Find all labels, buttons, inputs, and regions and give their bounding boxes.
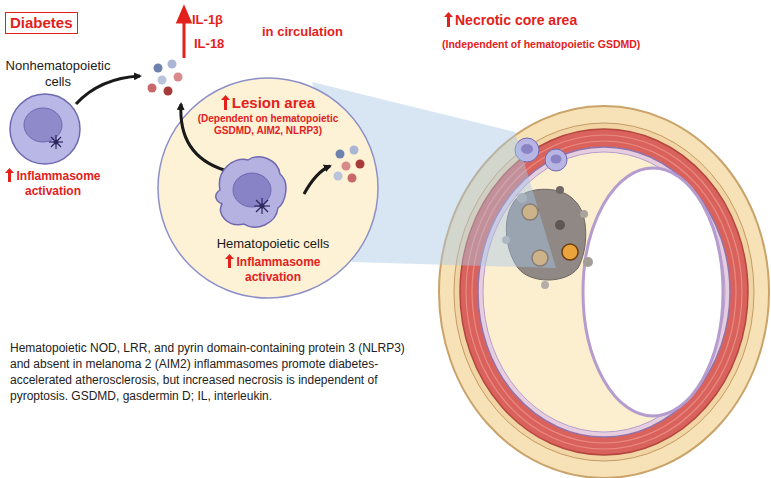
- condition-label-line: Diabetes: [10, 13, 73, 33]
- increase-arrow: [5, 168, 14, 182]
- effect-label: Inflammasome activation: [16, 169, 100, 198]
- cytokine-cluster: [334, 146, 365, 183]
- effect-label-line: Inflammasome activation: [217, 254, 329, 285]
- diagram-node: Diabetes: [5, 12, 78, 34]
- cell-type-label-line: Nonhematopoietic cells: [3, 58, 113, 90]
- cell-figure: [3, 90, 113, 168]
- release-arrow: [76, 76, 140, 104]
- region-label-line: Lesion area: [156, 94, 380, 112]
- region-note-line: (Independent of hematopoietic GSDMD): [442, 38, 640, 50]
- diagram-node: Lesion area (Dependent on hematopoietic G…: [156, 76, 380, 300]
- cytokine-label: IL-1β: [192, 12, 223, 27]
- effect-label-line: Inflammasome activation: [3, 168, 103, 199]
- region-note: (Independent of hematopoietic GSDMD): [442, 38, 640, 50]
- effect-label: Inflammasome activation: [236, 255, 320, 284]
- cell-illustration: [208, 146, 338, 236]
- cytokine-label-line: IL-1β: [192, 12, 223, 27]
- location-label-line: in circulation: [262, 24, 343, 39]
- condition-label: Diabetes: [10, 14, 73, 31]
- diagram-node: Hematopoietic cellsInflammasome activati…: [208, 146, 338, 285]
- region-label-line: Necrotic core area: [444, 12, 577, 28]
- region-note-line: (Dependent on hematopoietic GSDMD, AIM2,…: [193, 113, 343, 137]
- cell-illustration: [3, 90, 113, 168]
- diagram-node: Nonhematopoietic cellsInflammasome activ…: [3, 58, 113, 199]
- figure-caption-line: Hematopoietic NOD, LRR, and pyrin domain…: [10, 340, 410, 404]
- increase-arrow: [225, 254, 234, 268]
- increase-arrow: [444, 12, 453, 27]
- increase-arrow: [221, 95, 230, 110]
- figure-caption: Hematopoietic NOD, LRR, and pyrin domain…: [10, 341, 405, 403]
- cytokine-label: IL-18: [194, 36, 224, 51]
- region-note: (Dependent on hematopoietic GSDMD, AIM2,…: [198, 113, 339, 136]
- cell-type-label-line: Hematopoietic cells: [208, 236, 338, 252]
- location-label: in circulation: [262, 24, 343, 39]
- region-label: Lesion area: [232, 94, 315, 111]
- cytokine-label-line: IL-18: [194, 36, 224, 51]
- cell-type-label: Nonhematopoietic cells: [6, 58, 111, 89]
- cell-type-label: Hematopoietic cells: [217, 236, 330, 251]
- region-label: Necrotic core area: [455, 12, 577, 28]
- cytokine-cluster: [148, 60, 183, 96]
- cell-figure: [208, 146, 338, 236]
- increase-arrow: [178, 8, 190, 58]
